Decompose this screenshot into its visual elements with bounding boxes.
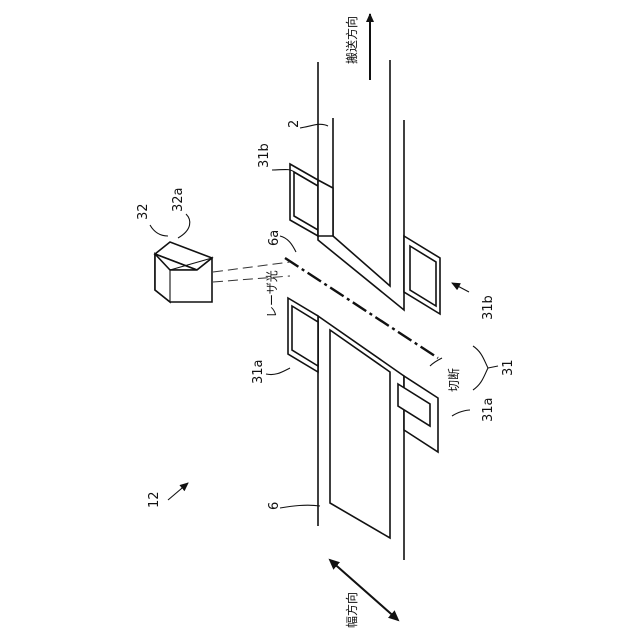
label-holder-group: 31 [501,359,516,376]
label-holder-31b-right: 31b [481,295,496,320]
label-device: 32 [136,203,151,220]
laser-device [155,242,212,302]
web-upper [318,60,404,310]
web-lower [318,316,404,560]
label-holder-31a-right: 31a [481,397,496,422]
holder-31a-left [288,298,318,372]
holder-31b-right [404,236,440,314]
width-direction-label: 幅方向 [344,592,359,628]
label-laser-head: 32a [171,187,186,212]
label-cut-line: 6a [267,230,282,246]
label-web-lower: 6 [267,502,282,510]
conveying-direction-label: 搬送方向 [344,16,359,64]
label-apparatus: 12 [147,491,162,508]
leader-lines [150,124,498,508]
label-web-upper: 2 [287,120,302,128]
label-holder-31b-left: 31b [257,143,272,168]
label-holder-31a-left: 31a [251,359,266,384]
holder-31b-left [290,164,333,236]
label-cutting: 切断 [446,368,461,392]
width-direction-arrow [330,560,398,620]
label-laser-light: レーザ光 [265,270,279,318]
conveying-direction-indicator: 搬送方向 [344,14,370,80]
